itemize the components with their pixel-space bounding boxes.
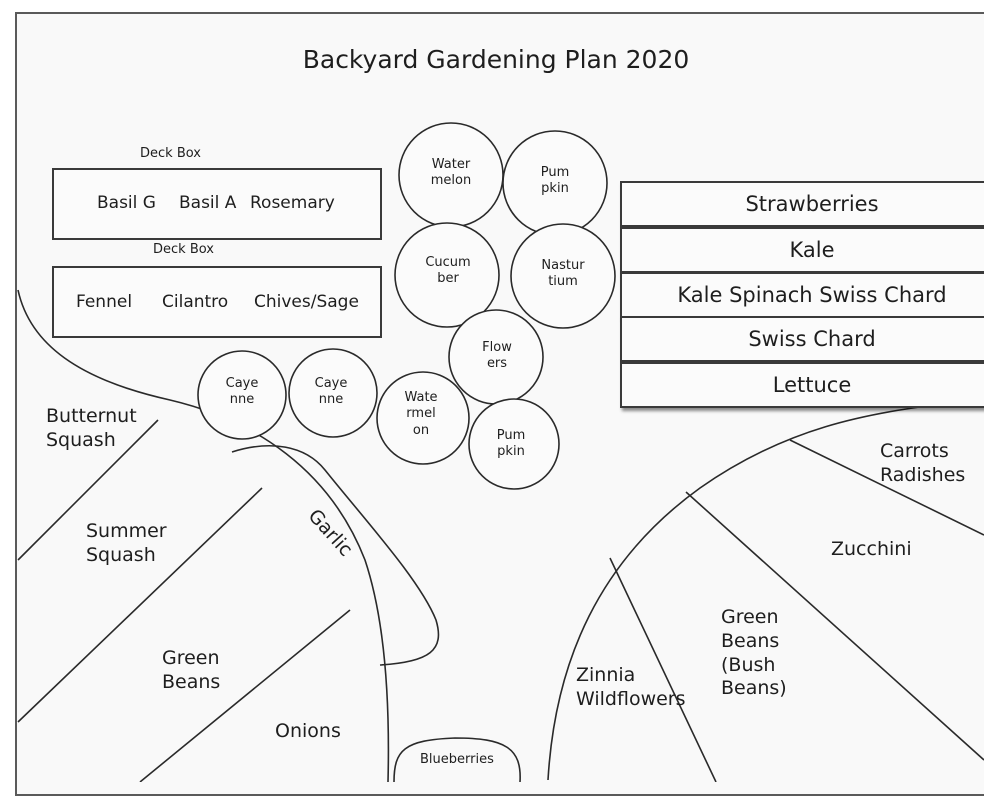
circle-watermelon-2 xyxy=(376,371,470,465)
plant-cilantro: Cilantro xyxy=(162,292,229,312)
circle-pumpkin-2 xyxy=(468,398,560,490)
page-title: Backyard Gardening Plan 2020 xyxy=(302,45,690,74)
deck-box-label-2: Deck Box xyxy=(153,242,214,257)
garlic-strip xyxy=(231,444,440,666)
blueberries-bed xyxy=(393,737,521,782)
right-bed-arc xyxy=(547,399,984,781)
plant-rosemary: Rosemary xyxy=(250,193,335,213)
divider-summer xyxy=(17,487,263,723)
divider-zucchini xyxy=(685,491,984,761)
row-lettuce: Lettuce xyxy=(620,362,984,408)
plant-basil-a: Basil A xyxy=(179,193,237,213)
plant-basil-g: Basil G xyxy=(97,193,156,213)
deck-box-label-1: Deck Box xyxy=(140,146,201,161)
row-kale: Kale xyxy=(620,227,984,273)
deck-box-1 xyxy=(52,168,382,240)
zucchini-label: Zucchini xyxy=(831,538,912,560)
row-strawberries: Strawberries xyxy=(620,181,984,227)
divider-butternut xyxy=(17,419,159,561)
blueberries-label: Blueberries xyxy=(420,752,494,767)
divider-beans xyxy=(139,609,351,782)
divider-beans-right xyxy=(609,557,717,782)
onions-label: Onions xyxy=(275,720,341,742)
plant-chives-sage: Chives/Sage xyxy=(254,292,359,312)
left-bed-arc xyxy=(17,289,390,782)
plant-fennel: Fennel xyxy=(76,292,133,312)
deck-box-2 xyxy=(52,266,382,338)
circle-cayenne-2 xyxy=(288,348,378,438)
row-swiss-chard: Swiss Chard xyxy=(620,316,984,362)
circle-cucumber xyxy=(394,222,500,328)
circle-nasturtium xyxy=(510,223,616,329)
circle-cayenne-1 xyxy=(197,350,287,440)
divider-carrots xyxy=(789,439,984,536)
row-kale-spinach-chard: Kale Spinach Swiss Chard xyxy=(620,272,984,318)
